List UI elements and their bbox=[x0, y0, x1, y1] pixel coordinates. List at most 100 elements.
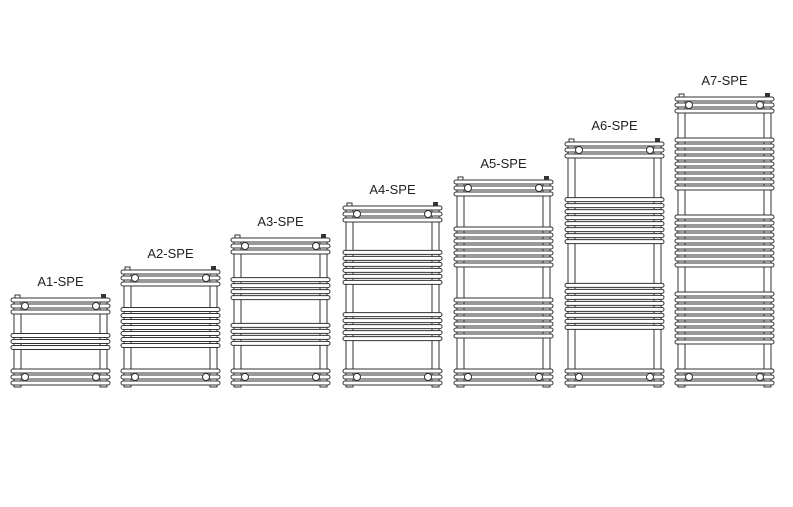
rail-bar bbox=[453, 327, 554, 333]
rail-bar bbox=[674, 185, 775, 191]
rail-bar bbox=[564, 282, 665, 288]
rail-bar bbox=[453, 179, 554, 185]
rail-bar bbox=[674, 368, 775, 374]
rail-bar bbox=[564, 209, 665, 215]
rail-bar bbox=[10, 380, 111, 386]
rail-bar bbox=[230, 340, 331, 346]
wall-bracket-icon bbox=[575, 146, 583, 154]
wall-bracket-icon bbox=[646, 373, 654, 381]
rail-bar bbox=[564, 215, 665, 221]
wall-bracket-icon bbox=[424, 210, 432, 218]
rail-bar bbox=[674, 262, 775, 268]
radiator-a2-spe: A2-SPE bbox=[120, 246, 221, 388]
rail-bar bbox=[564, 147, 665, 153]
wall-bracket-icon bbox=[21, 373, 29, 381]
rail-bar bbox=[230, 334, 331, 340]
rail-bar bbox=[674, 102, 775, 108]
rail-bar bbox=[230, 322, 331, 328]
rail-bar bbox=[230, 243, 331, 249]
rail-bar bbox=[674, 250, 775, 256]
rail-bar bbox=[342, 217, 443, 223]
rail-bar bbox=[342, 249, 443, 255]
rail-bar bbox=[342, 205, 443, 211]
rail-bar bbox=[674, 291, 775, 297]
wall-bracket-icon bbox=[131, 274, 139, 282]
rail-bar bbox=[120, 374, 221, 380]
wall-bracket-icon bbox=[241, 373, 249, 381]
rail-bar bbox=[342, 330, 443, 336]
wall-bracket-icon bbox=[202, 274, 210, 282]
wall-bracket-icon bbox=[241, 242, 249, 250]
rail-bar bbox=[674, 244, 775, 250]
rail-bar bbox=[120, 313, 221, 318]
valve-icon bbox=[211, 266, 216, 271]
rail-bar bbox=[342, 368, 443, 374]
rail-bar bbox=[564, 221, 665, 227]
right-post bbox=[542, 179, 551, 388]
rail-bar bbox=[120, 269, 221, 275]
rail-bar bbox=[342, 267, 443, 273]
rail-bar bbox=[564, 227, 665, 233]
model-label: A7-SPE bbox=[701, 73, 748, 88]
wall-bracket-icon bbox=[685, 101, 693, 109]
rail-bar bbox=[453, 244, 554, 250]
rail-bar bbox=[674, 155, 775, 161]
valve-icon bbox=[321, 234, 326, 239]
rail-bar bbox=[230, 374, 331, 380]
radiator-a1-spe: A1-SPE bbox=[10, 274, 111, 388]
wall-bracket-icon bbox=[92, 373, 100, 381]
rail-bar bbox=[453, 380, 554, 386]
right-post bbox=[431, 205, 440, 388]
rail-bar bbox=[674, 108, 775, 114]
rail-bar bbox=[674, 96, 775, 102]
wall-bracket-icon bbox=[464, 373, 472, 381]
rail-bar bbox=[564, 374, 665, 380]
rail-bar bbox=[342, 336, 443, 342]
rail-bar bbox=[230, 328, 331, 334]
wall-bracket-icon bbox=[646, 146, 654, 154]
rail-bar bbox=[120, 325, 221, 330]
rail-bar bbox=[10, 339, 111, 344]
rail-bar bbox=[674, 143, 775, 149]
rail-bar bbox=[342, 211, 443, 217]
rail-bar bbox=[564, 294, 665, 300]
rail-bar bbox=[453, 185, 554, 191]
rail-bar bbox=[453, 238, 554, 244]
rail-bar bbox=[120, 275, 221, 281]
wall-bracket-icon bbox=[312, 373, 320, 381]
rail-bar bbox=[564, 318, 665, 324]
rail-bar bbox=[10, 297, 111, 303]
rail-bar bbox=[674, 137, 775, 143]
wall-bracket-icon bbox=[21, 302, 29, 310]
valve-icon bbox=[765, 93, 770, 98]
rail-bar bbox=[674, 232, 775, 238]
wall-bracket-icon bbox=[353, 373, 361, 381]
rail-bar bbox=[10, 345, 111, 350]
rail-bar bbox=[120, 331, 221, 336]
rail-bar bbox=[564, 197, 665, 203]
radiator-a3-spe: A3-SPE bbox=[230, 214, 331, 388]
rail-bar bbox=[230, 289, 331, 295]
rail-bar bbox=[120, 343, 221, 348]
rail-bar bbox=[453, 191, 554, 197]
rail-bar bbox=[674, 321, 775, 327]
rail-bar bbox=[453, 333, 554, 339]
wall-bracket-icon bbox=[685, 373, 693, 381]
rail-bar bbox=[120, 307, 221, 312]
rail-bar bbox=[230, 368, 331, 374]
rail-bar bbox=[120, 319, 221, 324]
rail-bar bbox=[564, 300, 665, 306]
model-label: A4-SPE bbox=[369, 182, 416, 197]
rail-bar bbox=[564, 141, 665, 147]
rail-bar bbox=[230, 380, 331, 386]
valve-icon bbox=[433, 202, 438, 207]
radiator-a5-spe: A5-SPE bbox=[453, 156, 554, 388]
rail-bar bbox=[674, 374, 775, 380]
rail-bar bbox=[453, 226, 554, 232]
rail-bar bbox=[674, 161, 775, 167]
rail-bar bbox=[564, 153, 665, 159]
rail-bar bbox=[564, 312, 665, 318]
rail-bar bbox=[453, 250, 554, 256]
rail-bar bbox=[10, 333, 111, 338]
rail-bar bbox=[342, 380, 443, 386]
